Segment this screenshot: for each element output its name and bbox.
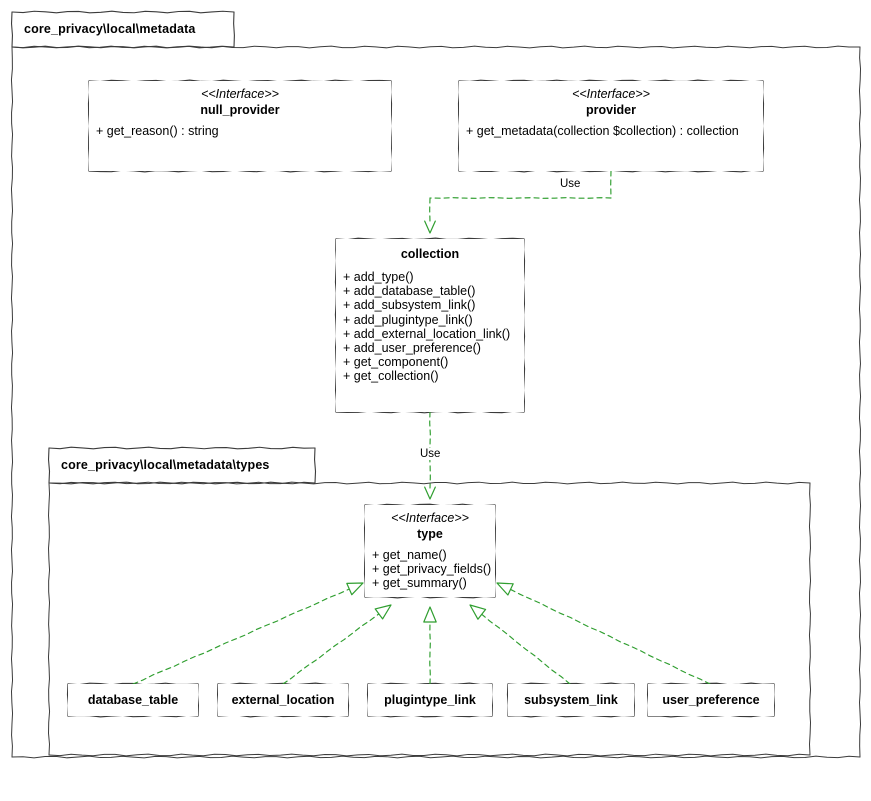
- node-members-collection: + add_type()+ add_database_table()+ add_…: [336, 265, 524, 384]
- relation-label-provider-uses-collection: Use: [558, 178, 583, 190]
- node-name-provider: provider: [585, 103, 636, 117]
- member-row: + get_collection(): [343, 369, 439, 384]
- node-name-user_preference: user_preference: [662, 693, 760, 707]
- node-name-database_table: database_table: [87, 693, 179, 707]
- class-node-external_location[interactable]: external_location: [218, 684, 348, 716]
- package-label-inner: core_privacy\local\metadata\types: [61, 458, 270, 472]
- node-members-null_provider: + get_reason() : string: [89, 119, 391, 138]
- node-name-plugintype_link: plugintype_link: [384, 693, 476, 707]
- node-name-subsystem_link: subsystem_link: [524, 693, 618, 707]
- class-node-null_provider[interactable]: <<Interface>> null_provider + get_reason()…: [89, 81, 391, 171]
- member-row: + add_user_preference(): [343, 341, 481, 356]
- member-row: + get_summary(): [372, 576, 467, 591]
- node-name-type: type: [417, 527, 443, 541]
- class-node-subsystem_link[interactable]: subsystem_link: [508, 684, 634, 716]
- node-header-null_provider: <<Interface>> null_provider: [89, 81, 391, 119]
- node-stereotype-provider: <<Interface>>: [572, 87, 650, 101]
- class-node-collection[interactable]: collection + add_type()+ add_database_tab…: [336, 239, 524, 412]
- node-stereotype-type: <<Interface>>: [391, 511, 469, 525]
- node-name-null_provider: null_provider: [200, 103, 280, 117]
- member-row: + get_metadata(collection $collection) :…: [466, 124, 739, 138]
- node-name-collection: collection: [400, 247, 460, 261]
- node-members-provider: + get_metadata(collection $collection) :…: [459, 119, 763, 138]
- member-row: + get_privacy_fields(): [372, 562, 492, 577]
- node-name-external_location: external_location: [231, 693, 335, 707]
- class-node-plugintype_link[interactable]: plugintype_link: [368, 684, 492, 716]
- package-label-outer: core_privacy\local\metadata: [24, 22, 196, 36]
- node-header-type: <<Interface>> type: [365, 505, 495, 543]
- class-node-provider[interactable]: <<Interface>> provider + get_metadata(coll…: [459, 81, 763, 171]
- node-members-type: + get_name()+ get_privacy_fields()+ get_…: [365, 543, 495, 591]
- node-header-collection: collection: [336, 239, 524, 265]
- member-row: + add_subsystem_link(): [343, 298, 476, 313]
- class-node-user_preference[interactable]: user_preference: [648, 684, 774, 716]
- member-row: + add_database_table(): [343, 284, 476, 299]
- class-node-database_table[interactable]: database_table: [68, 684, 198, 716]
- member-row: + add_plugintype_link(): [343, 312, 473, 327]
- member-row: + get_component(): [343, 355, 449, 370]
- member-row: + get_name(): [372, 548, 447, 562]
- node-stereotype-null_provider: <<Interface>>: [201, 87, 279, 101]
- class-node-type[interactable]: <<Interface>> type + get_name()+ get_priva…: [365, 505, 495, 597]
- member-row: + add_external_location_link(): [343, 326, 511, 341]
- member-row: + get_reason() : string: [96, 124, 219, 138]
- member-row: + add_type(): [343, 270, 414, 284]
- relation-label-collection-uses-type: Use: [418, 448, 443, 460]
- node-header-provider: <<Interface>> provider: [459, 81, 763, 119]
